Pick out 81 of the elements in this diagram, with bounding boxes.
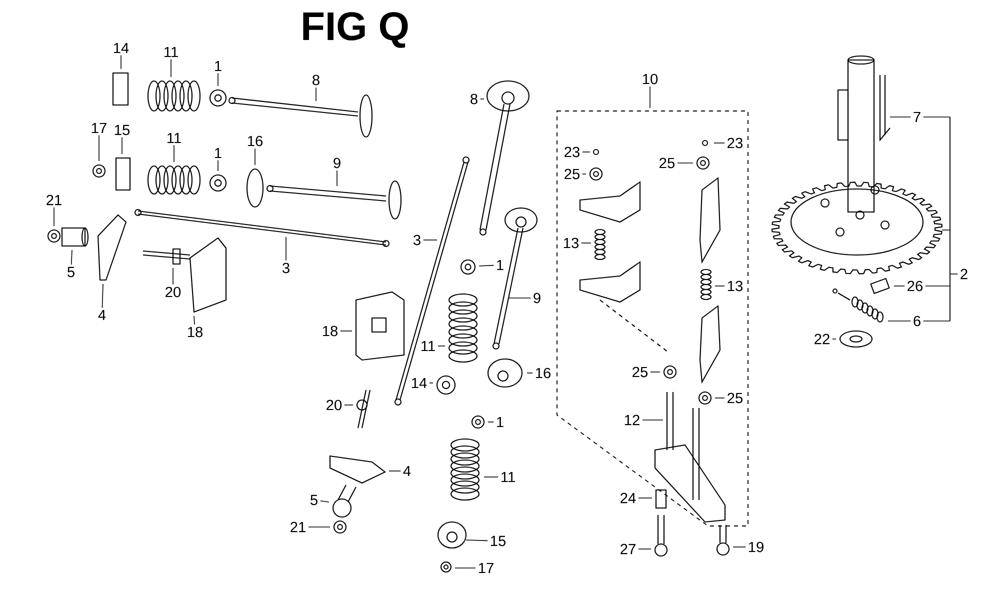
callout-number: 9 <box>334 158 340 168</box>
callout-number: 4 <box>98 310 106 320</box>
leader-line <box>102 284 104 308</box>
leader-line <box>922 320 950 322</box>
leader-line <box>714 142 725 144</box>
callout-number: 24 <box>620 492 636 504</box>
callout-number: 5 <box>68 266 74 278</box>
callout-number: 8 <box>312 74 320 86</box>
callout-number: 14 <box>412 378 427 388</box>
leader-line <box>98 134 100 162</box>
callout-number: 25 <box>632 366 648 378</box>
callout-number: 18 <box>188 326 202 338</box>
callout-number: 1 <box>215 60 222 72</box>
leader-line <box>344 404 354 406</box>
title: FIG Q <box>303 12 408 48</box>
callout-number: 11 <box>164 46 178 58</box>
leader-line <box>120 54 122 70</box>
leader-line <box>170 58 172 78</box>
callout-number: 23 <box>564 146 580 158</box>
callout-number: 1 <box>497 416 504 428</box>
leader-line <box>340 330 352 332</box>
leader-line <box>478 264 494 266</box>
callout-number: 14 <box>114 42 129 54</box>
leader-line <box>429 382 434 384</box>
leader-line <box>254 148 256 166</box>
leader-line <box>890 116 912 118</box>
callout-number: 13 <box>564 238 578 248</box>
callout-number: 17 <box>92 122 106 134</box>
leader-line <box>70 250 72 265</box>
leader-line <box>480 98 484 100</box>
callout-number: 25 <box>660 158 675 168</box>
callout-number: 10 <box>642 74 658 84</box>
callout-number: 6 <box>914 316 920 326</box>
leader-line <box>336 170 338 186</box>
callout-number: 5 <box>310 494 318 506</box>
callout-number: 8 <box>470 94 478 104</box>
callout-number: 3 <box>282 262 290 274</box>
callout-number: 1 <box>497 260 504 270</box>
callout-number: 12 <box>624 414 640 426</box>
callout-number: 16 <box>536 368 550 378</box>
callout-number: 21 <box>46 194 62 206</box>
leader-line <box>638 548 652 550</box>
leader-line <box>526 372 533 374</box>
callout-number: 9 <box>534 292 540 304</box>
callout-number: 25 <box>564 168 580 180</box>
callout-number: 15 <box>114 124 130 136</box>
leader-line <box>194 316 195 325</box>
leader-line <box>732 546 746 548</box>
callout-number: 11 <box>502 472 515 482</box>
callout-number: 20 <box>166 286 181 298</box>
leader-line <box>888 320 912 322</box>
callout-number: 27 <box>620 544 636 554</box>
leader-line <box>581 242 592 244</box>
callout-number: 18 <box>322 326 338 336</box>
leader-line <box>388 470 402 472</box>
leader-line <box>320 500 330 502</box>
callout-number: 19 <box>748 542 764 552</box>
callout-number: 13 <box>728 280 742 292</box>
callout-number: 25 <box>728 392 743 404</box>
callout-number: 17 <box>478 562 494 574</box>
callout-number: 7 <box>914 112 920 122</box>
callout-number: 22 <box>814 334 830 344</box>
callout-number: 4 <box>403 466 411 476</box>
callout-number: 1 <box>215 148 222 158</box>
leader-line <box>308 526 330 528</box>
callout-number: 26 <box>908 280 922 292</box>
leader-line <box>832 338 836 340</box>
leader-line <box>172 268 174 285</box>
callout-number: 11 <box>168 132 181 144</box>
callout-number: 2 <box>960 268 968 280</box>
leader-line <box>484 476 499 478</box>
leader-line <box>677 162 694 164</box>
callout-number: 21 <box>290 522 306 532</box>
leader-line <box>466 540 488 542</box>
callout-number: 23 <box>728 138 742 148</box>
callout-number: 3 <box>414 234 420 246</box>
callout-number: 20 <box>326 400 342 410</box>
leader-line <box>922 116 950 118</box>
callout-number: 16 <box>248 136 262 146</box>
callout-number: 15 <box>490 536 506 546</box>
callout-number: 11 <box>422 340 435 352</box>
